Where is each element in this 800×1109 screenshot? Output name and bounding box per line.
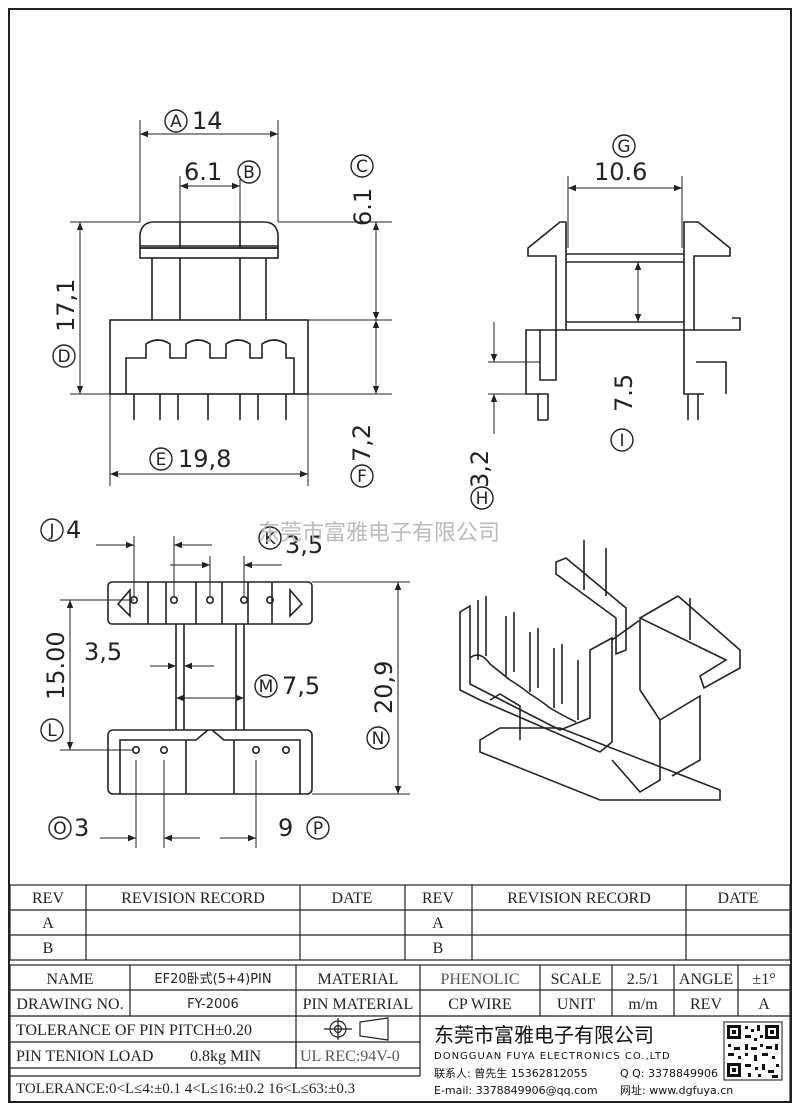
dim-k-letter: K bbox=[264, 529, 276, 549]
dim-i-value: 7.5 bbox=[610, 374, 638, 412]
front-view bbox=[109, 221, 309, 420]
dim-b-value: 6.1 bbox=[184, 158, 222, 186]
drawing-no-value: FY-2006 bbox=[187, 997, 239, 1012]
rev-a-right: A bbox=[432, 915, 444, 932]
pin-material-value: CP WIRE bbox=[448, 996, 512, 1013]
title-block bbox=[9, 964, 791, 1103]
dim-g-value: 10.6 bbox=[594, 158, 647, 186]
rev-b-left: B bbox=[43, 940, 54, 957]
name-value: EF20卧式(5+4)PIN bbox=[154, 972, 271, 987]
bottom-view-dimensions bbox=[60, 536, 410, 848]
rev-header-2: REV bbox=[422, 890, 454, 907]
dim-e-letter: E bbox=[156, 450, 167, 470]
dim-o-letter: O bbox=[53, 819, 66, 839]
dim-d-value: 17,1 bbox=[52, 279, 80, 332]
dim-a-value: 14 bbox=[192, 107, 223, 135]
title-block-text: NAME EF20卧式(5+4)PIN MATERIAL PHENOLIC SC… bbox=[16, 971, 776, 1097]
revision-table bbox=[9, 884, 791, 961]
front-view-dimensions bbox=[70, 120, 392, 486]
side-view bbox=[525, 221, 741, 421]
pin-tension-label: PIN TENION LOAD bbox=[16, 1048, 153, 1065]
company-contact: 联系人: 曾先生 15362812055 bbox=[434, 1066, 588, 1080]
dim-l-letter: L bbox=[47, 721, 57, 741]
dim-l-value: 15.00 bbox=[42, 631, 70, 700]
pin-tension-value: 0.8kg MIN bbox=[190, 1048, 262, 1065]
rev-b-right: B bbox=[433, 940, 444, 957]
company-email: E-mail: 3378849906@qq.com bbox=[434, 1084, 598, 1097]
dim-o-value: 3 bbox=[74, 814, 89, 842]
dim-m-letter: M bbox=[259, 677, 274, 697]
material-value: PHENOLIC bbox=[440, 971, 519, 988]
ul-rec: UL REC:94V-0 bbox=[300, 1048, 400, 1065]
dimension-labels: A 14 6.1 B 6.1 C 17,1 D E 19,8 7,2 F G 1… bbox=[40, 107, 647, 842]
angle-label: ANGLE bbox=[679, 971, 733, 988]
unit-value: m/m bbox=[628, 996, 658, 1013]
dim-f-letter: F bbox=[357, 467, 367, 487]
material-label: MATERIAL bbox=[318, 971, 399, 988]
dim-h-value: 3,2 bbox=[466, 450, 494, 488]
dim-c-value: 6.1 bbox=[349, 188, 377, 226]
dim-n-value: 20,9 bbox=[370, 661, 398, 714]
company-name-cn: 东莞市富雅电子有限公司 bbox=[434, 1023, 654, 1047]
qr-code-icon bbox=[723, 1021, 783, 1081]
date-header-1: DATE bbox=[332, 890, 373, 907]
scale-label: SCALE bbox=[551, 971, 602, 988]
name-label: NAME bbox=[46, 971, 93, 988]
dim-n-letter: N bbox=[372, 729, 385, 749]
isometric-view bbox=[459, 540, 741, 801]
scale-value: 2.5/1 bbox=[627, 971, 659, 988]
dim-h-letter: H bbox=[476, 489, 489, 509]
dim-j-letter: J bbox=[48, 521, 54, 541]
dim-d-letter: D bbox=[57, 347, 70, 367]
sheet-border bbox=[8, 8, 792, 1103]
rev-value: A bbox=[758, 996, 770, 1013]
angle-value: ±1° bbox=[752, 971, 775, 988]
dim-p-value: 9 bbox=[278, 814, 293, 842]
company-website: 网址: www.dgfuya.cn bbox=[620, 1083, 733, 1097]
rev-label: REV bbox=[690, 996, 722, 1013]
dim-e-value: 19,8 bbox=[178, 445, 231, 473]
unit-label: UNIT bbox=[557, 996, 595, 1013]
dim-i-letter: I bbox=[619, 431, 624, 451]
side-view-dimensions bbox=[488, 176, 683, 434]
drawing-no-label: DRAWING NO. bbox=[16, 996, 123, 1013]
dim-f-value: 7,2 bbox=[348, 424, 376, 462]
dim-g-letter: G bbox=[617, 137, 630, 157]
dim-b-letter: B bbox=[243, 163, 255, 183]
revision-record-header-2: REVISION RECORD bbox=[507, 890, 651, 907]
tolerance-pin-pitch: TOLERANCE OF PIN PITCH±0.20 bbox=[16, 1022, 252, 1039]
dim-c-letter: C bbox=[356, 157, 368, 177]
revision-record-header-1: REVISION RECORD bbox=[121, 890, 265, 907]
dim-j-value: 4 bbox=[66, 516, 81, 544]
dim-l2-value: 3,5 bbox=[84, 638, 122, 666]
projection-symbol bbox=[324, 1017, 389, 1041]
watermark: 东莞市富雅电子有限公司 bbox=[258, 521, 500, 546]
rev-a-left: A bbox=[42, 915, 54, 932]
dim-p-letter: P bbox=[313, 819, 323, 839]
dim-m-value: 7,5 bbox=[282, 672, 320, 700]
company-qq: Q Q: 3378849906 bbox=[620, 1067, 718, 1080]
company-block: 东莞市富雅电子有限公司 DONGGUAN FUYA ELECTRONICS CO… bbox=[434, 1023, 733, 1097]
date-header-2: DATE bbox=[718, 890, 759, 907]
pin-material-label: PIN MATERIAL bbox=[303, 996, 414, 1013]
dim-a-letter: A bbox=[170, 112, 182, 132]
revision-table-text: REV REVISION RECORD DATE REV REVISION RE… bbox=[32, 890, 758, 957]
dim-k-value: 3,5 bbox=[285, 531, 323, 559]
tolerance-line: TOLERANCE:0<L≤4:±0.1 4<L≤16:±0.2 16<L≤63… bbox=[16, 1081, 355, 1097]
rev-header-1: REV bbox=[32, 890, 64, 907]
company-name-en: DONGGUAN FUYA ELECTRONICS CO.,LTD bbox=[434, 1051, 671, 1062]
